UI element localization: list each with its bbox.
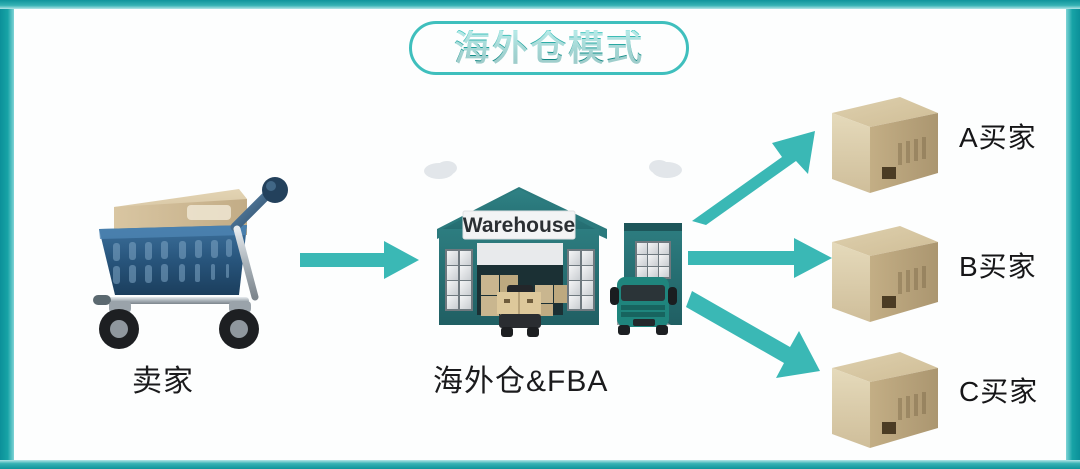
- buyer-label-a: A买家: [959, 122, 1037, 153]
- warehouse-sign: Warehouse: [462, 210, 576, 240]
- cardboard-box-icon-c: [832, 352, 938, 448]
- warehouse-caption: 海外仓&FBA: [433, 365, 609, 398]
- forklift-icon: [497, 285, 541, 337]
- shopping-cart-with-box-icon: [93, 177, 288, 349]
- cart-chassis: [93, 225, 259, 305]
- cloud-icon-left: [424, 161, 457, 179]
- warehouse-sign-text: Warehouse: [463, 214, 575, 237]
- arrow-warehouse-to-buyer-a: [692, 131, 815, 225]
- cart-wheels: [99, 301, 259, 349]
- buyer-label-b: B买家: [959, 251, 1037, 282]
- seller-caption: 卖家: [132, 365, 194, 398]
- arrow-seller-to-warehouse: [300, 241, 419, 279]
- cart-basket: [99, 225, 247, 295]
- page-title: 海外仓模式: [453, 27, 644, 68]
- warehouse-window-right: [567, 249, 595, 311]
- title-pill: 海外仓模式: [409, 21, 689, 75]
- frame-border-bottom: [0, 460, 1080, 469]
- arrow-warehouse-to-buyer-c: [686, 291, 820, 378]
- cardboard-box-icon-a: [832, 97, 938, 193]
- frame-border-top: [0, 0, 1080, 9]
- buyer-label-c: C买家: [959, 376, 1039, 407]
- cardboard-box-icon-b: [832, 226, 938, 322]
- warehouse-bay-shutter: [477, 243, 563, 265]
- cart-handle: [230, 177, 288, 232]
- frame-border-left: [0, 0, 14, 469]
- warehouse-window-left: [445, 249, 473, 311]
- arrow-warehouse-to-buyer-b: [688, 238, 832, 278]
- delivery-truck-icon: [610, 277, 677, 335]
- diagram-canvas: 海外仓模式: [14, 9, 1066, 460]
- cloud-icon-right: [649, 160, 682, 178]
- frame-border-right: [1066, 0, 1080, 469]
- warehouse-building-icon: Warehouse: [424, 160, 682, 337]
- cart-parcel-box: [114, 189, 247, 235]
